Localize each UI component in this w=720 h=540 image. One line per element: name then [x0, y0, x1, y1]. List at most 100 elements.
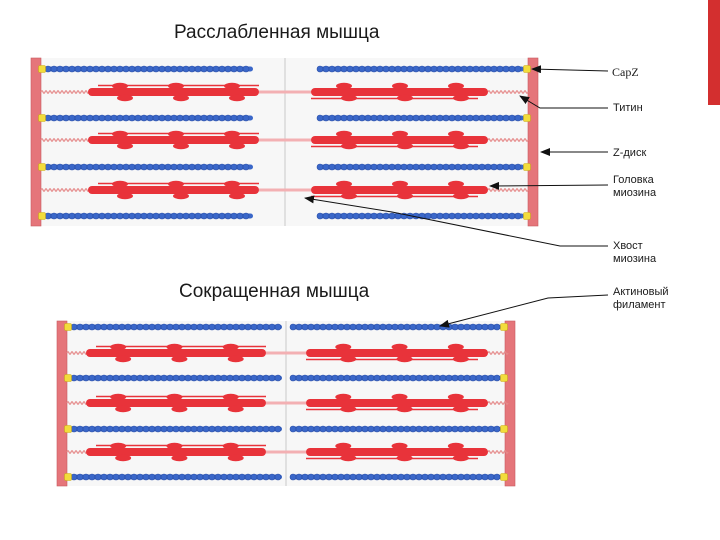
- actin-bead: [409, 425, 417, 433]
- myosin-head: [171, 405, 188, 413]
- actin-bead: [158, 163, 166, 171]
- actin-bead: [454, 114, 462, 122]
- actin-bead: [214, 425, 222, 433]
- actin-bead: [74, 163, 82, 171]
- actin-bead: [44, 114, 52, 122]
- actin-bead: [472, 114, 480, 122]
- actin-bead: [415, 425, 423, 433]
- actin-bead: [427, 473, 435, 481]
- actin-bead: [448, 163, 456, 171]
- actin-bead: [382, 65, 390, 73]
- actin-bead: [208, 374, 216, 382]
- actin-bead: [412, 65, 420, 73]
- actin-bead: [176, 212, 184, 220]
- actin-bead: [100, 425, 108, 433]
- actin-bead: [376, 65, 384, 73]
- actin-bead: [502, 114, 510, 122]
- actin-bead: [176, 114, 184, 122]
- actin-bead: [218, 212, 226, 220]
- actin-bead: [487, 473, 495, 481]
- actin-bead: [256, 425, 264, 433]
- actin-bead: [400, 163, 408, 171]
- actin-bead: [136, 425, 144, 433]
- actin-bead: [262, 425, 270, 433]
- actin-bead: [385, 425, 393, 433]
- myosin-head: [117, 192, 133, 200]
- actin-bead: [116, 65, 124, 73]
- myosin-head: [447, 393, 464, 401]
- myosin-head: [112, 82, 128, 90]
- actin-bead: [334, 212, 342, 220]
- actin-bead: [80, 114, 88, 122]
- actin-bead: [68, 212, 76, 220]
- actin-bead: [88, 374, 96, 382]
- actin-bead: [50, 212, 58, 220]
- actin-bead: [182, 114, 190, 122]
- actin-bead: [70, 374, 78, 382]
- actin-bead: [367, 425, 375, 433]
- actin-bead: [152, 114, 160, 122]
- actin-bead: [340, 65, 348, 73]
- z-disc: [30, 57, 42, 227]
- actin-bead: [382, 212, 390, 220]
- actin-bead: [364, 163, 372, 171]
- capz-cap: [523, 212, 531, 220]
- myosin-head: [448, 180, 464, 188]
- actin-bead: [202, 425, 210, 433]
- myosin-head: [448, 130, 464, 138]
- capz-cap: [500, 323, 508, 331]
- actin-bead: [460, 163, 468, 171]
- actin-bead: [76, 425, 84, 433]
- actin-bead: [490, 65, 498, 73]
- actin-bead: [202, 323, 210, 331]
- actin-bead: [130, 323, 138, 331]
- actin-bead: [256, 374, 264, 382]
- myosin-thick-filament: [311, 136, 488, 144]
- actin-bead: [301, 425, 309, 433]
- actin-bead: [112, 473, 120, 481]
- actin-bead: [445, 323, 453, 331]
- actin-bead: [451, 323, 459, 331]
- actin-bead: [409, 323, 417, 331]
- actin-bead: [328, 65, 336, 73]
- actin-bead: [457, 473, 465, 481]
- actin-bead: [214, 323, 222, 331]
- actin-bead: [80, 212, 88, 220]
- actin-bead: [481, 425, 489, 433]
- actin-bead: [364, 65, 372, 73]
- actin-bead: [190, 425, 198, 433]
- capz-cap: [500, 374, 508, 382]
- actin-bead: [158, 65, 166, 73]
- actin-bead: [244, 374, 252, 382]
- myosin-thick-filament: [88, 136, 259, 144]
- actin-bead: [98, 114, 106, 122]
- actin-bead: [94, 473, 102, 481]
- actin-bead: [514, 65, 522, 73]
- myosin-head: [396, 454, 413, 462]
- myosin-head: [173, 192, 189, 200]
- actin-bead: [202, 374, 210, 382]
- myosin-head: [171, 355, 188, 363]
- actin-bead: [106, 374, 114, 382]
- actin-bead: [415, 473, 423, 481]
- actin-bead: [508, 65, 516, 73]
- actin-bead: [98, 212, 106, 220]
- actin-bead: [508, 163, 516, 171]
- actin-bead: [421, 473, 429, 481]
- actin-bead: [484, 65, 492, 73]
- actin-bead: [256, 323, 264, 331]
- actin-bead: [325, 374, 333, 382]
- myosin-thick-filament: [88, 88, 259, 96]
- actin-bead: [433, 374, 441, 382]
- actin-bead: [295, 374, 303, 382]
- actin-bead: [166, 374, 174, 382]
- actin-bead: [86, 114, 94, 122]
- label-actin-filament-2: филамент: [613, 299, 666, 311]
- actin-bead: [218, 65, 226, 73]
- actin-bead: [484, 212, 492, 220]
- actin-bead: [212, 65, 220, 73]
- actin-bead: [370, 114, 378, 122]
- actin-bead: [236, 212, 244, 220]
- actin-bead: [322, 163, 330, 171]
